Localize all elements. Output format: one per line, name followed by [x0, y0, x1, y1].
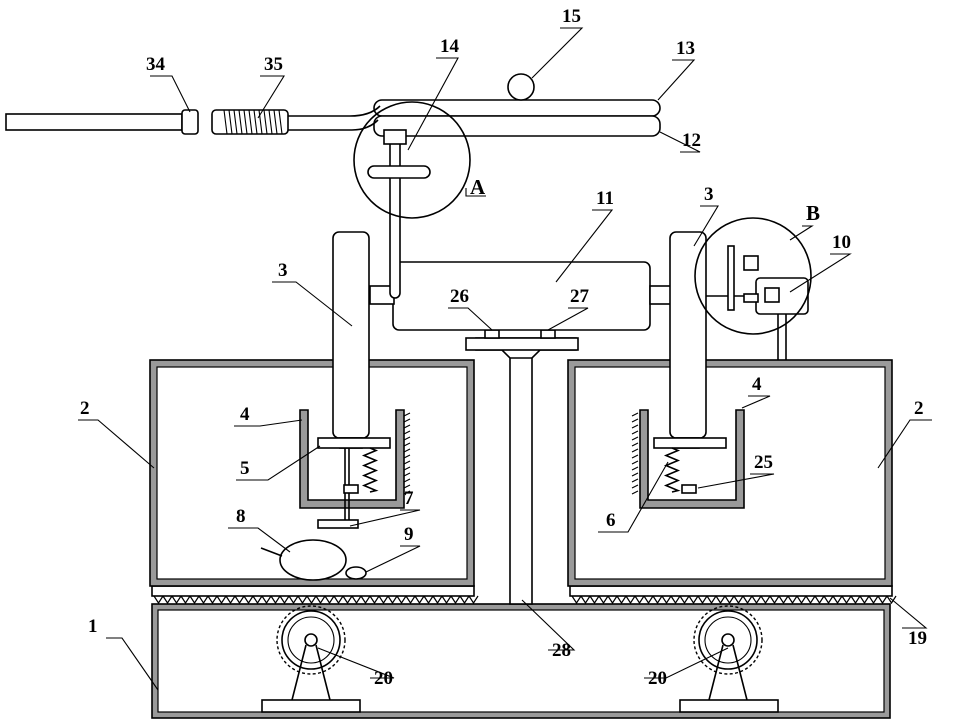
label-15: 15 — [562, 6, 581, 27]
label-13: 13 — [676, 38, 695, 59]
motor-10 — [706, 246, 808, 360]
label-34: 34 — [146, 54, 166, 75]
label-2-left: 2 — [80, 398, 90, 419]
label-14: 14 — [440, 36, 460, 57]
label-8: 8 — [236, 506, 246, 527]
stone-9 — [346, 567, 366, 579]
cross-box — [370, 262, 672, 330]
column-left — [333, 232, 369, 448]
label-35: 35 — [264, 54, 283, 75]
label-2-right: 2 — [914, 398, 924, 419]
label-20-left: 20 — [374, 668, 393, 689]
label-25: 25 — [754, 452, 773, 473]
central-post — [466, 330, 578, 604]
label-20-right: 20 — [648, 668, 667, 689]
label-3-left: 3 — [278, 260, 288, 281]
label-28: 28 — [552, 640, 571, 661]
label-26: 26 — [450, 286, 469, 307]
label-12: 12 — [682, 130, 701, 151]
detail-circle-b — [695, 218, 811, 334]
label-detail-a: A — [470, 175, 486, 199]
handle-34-35 — [6, 106, 380, 134]
label-7: 7 — [404, 488, 414, 509]
column-right — [670, 232, 706, 448]
label-4-left: 4 — [240, 404, 250, 425]
label-27: 27 — [570, 286, 590, 307]
label-3-right: 3 — [704, 184, 714, 205]
label-5: 5 — [240, 458, 250, 479]
label-1: 1 — [88, 616, 98, 637]
label-detail-b: B — [806, 201, 820, 225]
label-6: 6 — [606, 510, 616, 531]
label-10: 10 — [832, 232, 851, 253]
tank-right — [568, 360, 892, 586]
base-frame — [152, 604, 890, 718]
label-11: 11 — [596, 188, 614, 209]
label-9: 9 — [404, 524, 414, 545]
rack-left — [152, 586, 478, 603]
rack-right — [570, 586, 896, 603]
label-4-right: 4 — [752, 374, 762, 395]
arm-12-13 — [374, 74, 660, 136]
label-19: 19 — [908, 628, 927, 649]
